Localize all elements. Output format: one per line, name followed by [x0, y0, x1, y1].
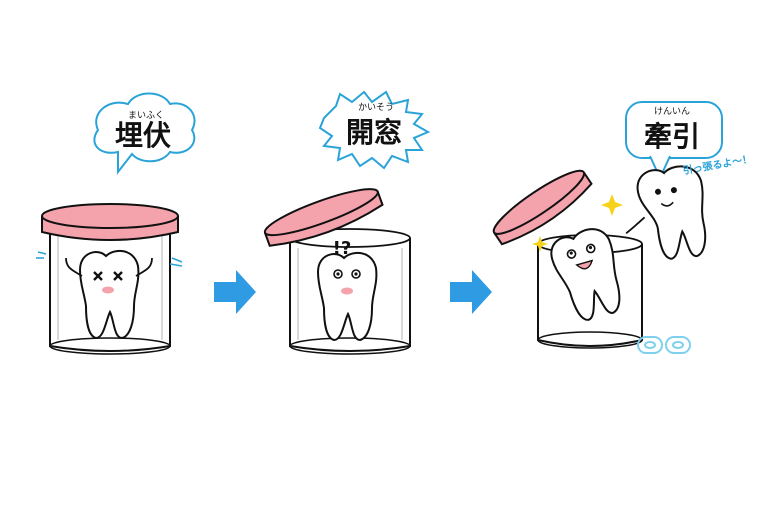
panel-window-opening: かいそう 開窓 !?	[263, 90, 431, 355]
title-window: 開窓	[346, 116, 402, 149]
mouth	[341, 287, 353, 295]
arrow-right-icon	[214, 270, 256, 314]
tooth-character-happy	[550, 228, 621, 321]
tooth-character-dizzy	[36, 249, 183, 340]
title-reading-window: かいそう	[358, 102, 394, 113]
surprise-mark: !?	[333, 238, 352, 259]
sweat-icon	[36, 251, 183, 267]
arrow-right-icon	[450, 270, 492, 314]
x-eyes	[93, 271, 123, 281]
title-reading-traction: けんいん	[654, 106, 690, 117]
title-impacted: 埋伏	[115, 119, 171, 152]
panel-traction: けんいん 牽引	[492, 101, 753, 354]
mouth	[575, 259, 594, 270]
tooth-character-surprised: !?	[316, 238, 378, 342]
title-burst-window: かいそう 開窓	[318, 90, 431, 170]
title-reading-impacted: まいふく	[128, 110, 164, 121]
jar-impacted	[49, 226, 171, 355]
mouth	[102, 286, 114, 294]
panel-impacted: まいふく 埋伏	[36, 92, 196, 355]
sparkle-icon	[532, 194, 623, 252]
lid-lifted	[263, 188, 384, 247]
title-traction: 牽引	[644, 120, 700, 153]
title-box-traction: けんいん 牽引	[625, 101, 723, 181]
title-bubble-impacted: まいふく 埋伏	[93, 92, 196, 175]
tooth-character-helper	[625, 165, 707, 260]
lid-closed	[41, 203, 179, 241]
lid-removed	[492, 169, 593, 246]
bracket-icon	[637, 336, 691, 354]
